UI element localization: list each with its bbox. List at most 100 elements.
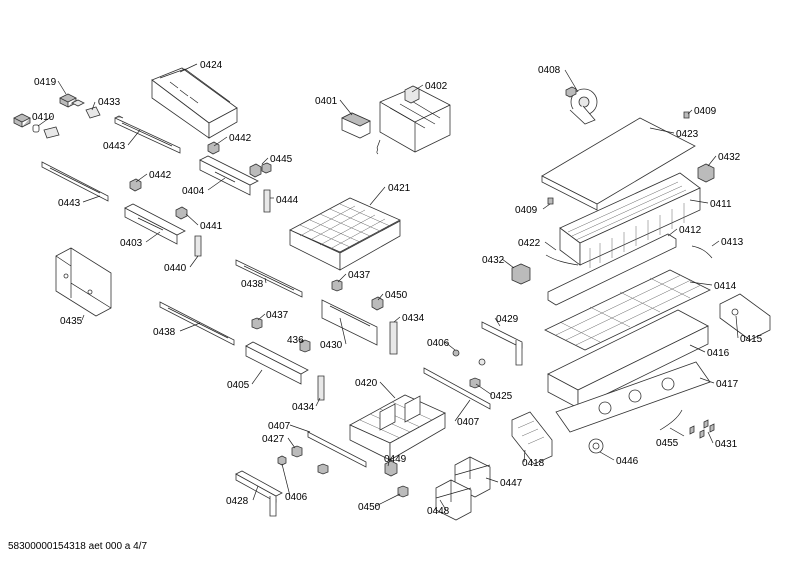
- label-0404: 0404: [182, 186, 205, 197]
- part-0431-screws: [689, 419, 715, 439]
- part-0412-tube: [547, 233, 677, 306]
- part-0413-wire: [545, 245, 713, 266]
- part-0448-divider: [435, 479, 472, 521]
- part-0401-module: [341, 112, 371, 139]
- document-footer-id: 58300000154318 aet 000 a 4/7: [8, 541, 148, 552]
- callout-labels: 0419 0410 0433 0424 0443 0442 0445 0442 …: [32, 60, 763, 517]
- label-0434-a: 0434: [402, 313, 425, 324]
- label-0418: 0418: [522, 458, 545, 469]
- label-0407-b: 0407: [457, 417, 480, 428]
- label-0438-b: 0438: [153, 327, 176, 338]
- label-0427: 0427: [262, 434, 285, 445]
- part-0409-screw-b: [547, 197, 554, 205]
- label-0443-a: 0443: [103, 141, 126, 152]
- label-0414: 0414: [714, 281, 737, 292]
- part-0434-post-a: [389, 321, 398, 355]
- label-436: 436: [287, 335, 304, 346]
- label-0419: 0419: [34, 77, 57, 88]
- part-0418-bracket: [511, 411, 553, 465]
- label-0438-a: 0438: [241, 279, 264, 290]
- part-0432-clip-a: [697, 163, 715, 183]
- part-0409-screw-a: [683, 111, 690, 119]
- label-0406-a: 0406: [285, 492, 308, 503]
- label-0413: 0413: [721, 237, 744, 248]
- part-0432-clip-b: [511, 263, 531, 285]
- part-0435-side-panel: [55, 247, 112, 317]
- part-0446-ring: [588, 438, 604, 454]
- part-0455-wire: [659, 409, 683, 431]
- label-0408: 0408: [538, 65, 561, 76]
- part-0424-bin-tray: [151, 67, 238, 139]
- part-0433-pad: [43, 106, 101, 139]
- label-0412: 0412: [679, 225, 702, 236]
- part-0434-post-b: [317, 375, 325, 401]
- label-0448: 0448: [427, 506, 450, 517]
- label-0432-a: 0432: [718, 152, 741, 163]
- part-0404-bracket: [199, 155, 259, 196]
- part-0415-bracket: [719, 293, 771, 341]
- label-0422: 0422: [518, 238, 541, 249]
- label-0410: 0410: [32, 112, 55, 123]
- part-0420-lower-basket: [349, 394, 446, 461]
- label-0450-b: 0450: [358, 502, 381, 513]
- part-0437-clip-a: [331, 279, 343, 292]
- label-0406-b: 0406: [427, 338, 450, 349]
- part-0403-bracket: [124, 203, 186, 245]
- label-0409-a: 0409: [694, 106, 717, 117]
- part-0406-clip-a: [277, 455, 287, 466]
- label-0433: 0433: [98, 97, 121, 108]
- part-0450-clip-a: [371, 296, 384, 311]
- label-0425: 0425: [490, 391, 513, 402]
- part-0407-rail-b: [423, 367, 491, 410]
- part-0417-tray: [555, 361, 711, 433]
- part-0442-clip-a: [207, 141, 220, 155]
- label-0440: 0440: [164, 263, 187, 274]
- label-0434-b: 0434: [292, 402, 315, 413]
- part-0438-rail-b: [159, 301, 235, 346]
- part-0407-rail-a: [307, 431, 367, 468]
- part-0429-bracket: [481, 321, 523, 366]
- label-0455: 0455: [656, 438, 679, 449]
- label-0401: 0401: [315, 96, 338, 107]
- part-0416-duct: [547, 309, 709, 409]
- part-0443-rail-upper: [114, 115, 181, 154]
- part-436-clip: [299, 339, 311, 353]
- label-0437-a: 0437: [348, 270, 371, 281]
- part-0414-grid: [544, 269, 711, 351]
- part-0425-clips: [469, 358, 486, 389]
- part-0427-clip: [291, 445, 303, 458]
- part-0423-cover: [541, 117, 696, 211]
- label-0423: 0423: [676, 129, 699, 140]
- part-0445-clip: [249, 162, 272, 178]
- part-0405-bracket: [245, 341, 309, 385]
- part-0419-clips: [13, 93, 85, 128]
- label-0449: 0449: [384, 454, 407, 465]
- part-0443-rail-lower: [41, 161, 109, 202]
- label-0447: 0447: [500, 478, 523, 489]
- label-0444: 0444: [276, 195, 299, 206]
- part-0411-evaporator: [559, 172, 701, 268]
- part-0437-clip-b: [251, 317, 263, 330]
- part-0402-ice-maker: [376, 85, 451, 155]
- part-0408-fan: [565, 86, 598, 125]
- label-0431: 0431: [715, 439, 738, 450]
- part-0442-clip-b: [129, 178, 142, 192]
- label-0420: 0420: [355, 378, 378, 389]
- label-0411: 0411: [710, 199, 732, 210]
- label-0416: 0416: [707, 348, 730, 359]
- part-0406-clip-b: [452, 349, 460, 357]
- label-0421: 0421: [388, 183, 411, 194]
- label-0443-b: 0443: [58, 198, 81, 209]
- part-0430-panel: [321, 299, 378, 346]
- label-0415: 0415: [740, 334, 763, 345]
- label-0409-b: 0409: [515, 205, 538, 216]
- part-0410-cap: [32, 124, 40, 133]
- label-0405: 0405: [227, 380, 250, 391]
- label-0430: 0430: [320, 340, 343, 351]
- label-0417: 0417: [716, 379, 739, 390]
- label-0424: 0424: [200, 60, 223, 71]
- label-0450-a: 0450: [385, 290, 408, 301]
- leader-lines: [37, 63, 739, 511]
- label-0442-b: 0442: [149, 170, 172, 181]
